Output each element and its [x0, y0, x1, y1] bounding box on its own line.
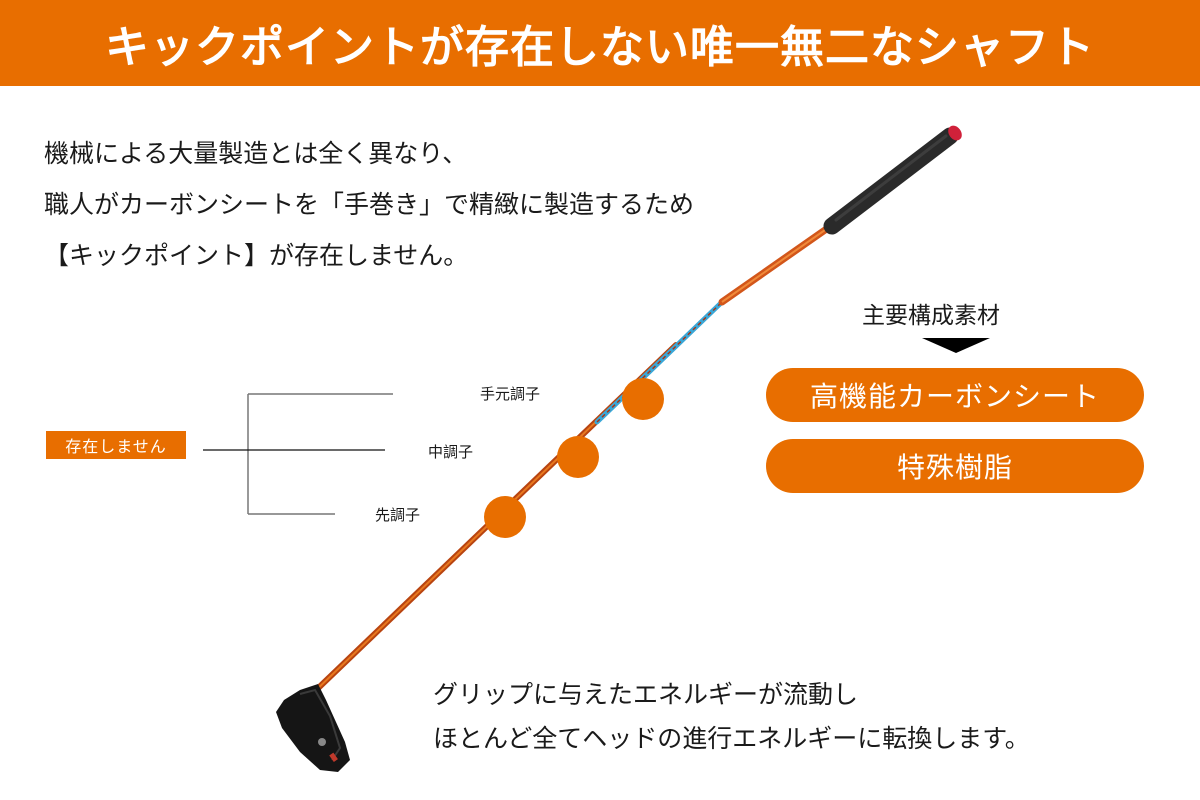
label-butt-kick: 手元調子	[480, 385, 541, 403]
material-pill-carbon: 高機能カーボンシート	[766, 368, 1144, 422]
arrow-down-icon	[922, 338, 990, 353]
kickpoint-marker-butt	[622, 378, 664, 420]
kickpoint-bracket	[203, 393, 393, 515]
label-tip-kick: 先調子	[375, 506, 421, 524]
grip	[823, 125, 962, 235]
kickpoint-marker-mid	[557, 436, 599, 478]
material-pill-resin: 特殊樹脂	[766, 439, 1144, 493]
no-kickpoint-badge: 存在しません	[46, 431, 186, 459]
label-mid-kick: 中調子	[428, 443, 474, 461]
outro-line: グリップに与えたエネルギーが流動し	[433, 680, 859, 709]
kickpoint-marker-tip	[484, 496, 526, 538]
intro-line: 職人がカーボンシートを「手巻き」で精緻に製造するため	[44, 190, 695, 219]
page-title: キックポイントが存在しない唯一無二なシャフト	[105, 22, 1095, 73]
intro-line: 【キックポイント】が存在しません。	[44, 241, 469, 270]
intro-line: 機械による大量製造とは全く異なり、	[44, 139, 468, 168]
outro-line: ほとんど全てヘッドの進行エネルギーに転換します。	[433, 724, 1030, 753]
material-label: 特殊樹脂	[896, 451, 1013, 484]
intro-text: 機械による大量製造とは全く異なり、 職人がカーボンシートを「手巻き」で精緻に製造…	[44, 128, 694, 281]
club-head	[276, 684, 350, 772]
material-label: 高機能カーボンシート	[809, 380, 1100, 413]
header-banner: キックポイントが存在しない唯一無二なシャフト	[0, 0, 1200, 86]
outro-text: グリップに与えたエネルギーが流動し ほとんど全てヘッドの進行エネルギーに転換しま…	[433, 673, 1030, 761]
materials-title: 主要構成素材	[862, 303, 1000, 329]
grip-cap	[948, 125, 962, 141]
